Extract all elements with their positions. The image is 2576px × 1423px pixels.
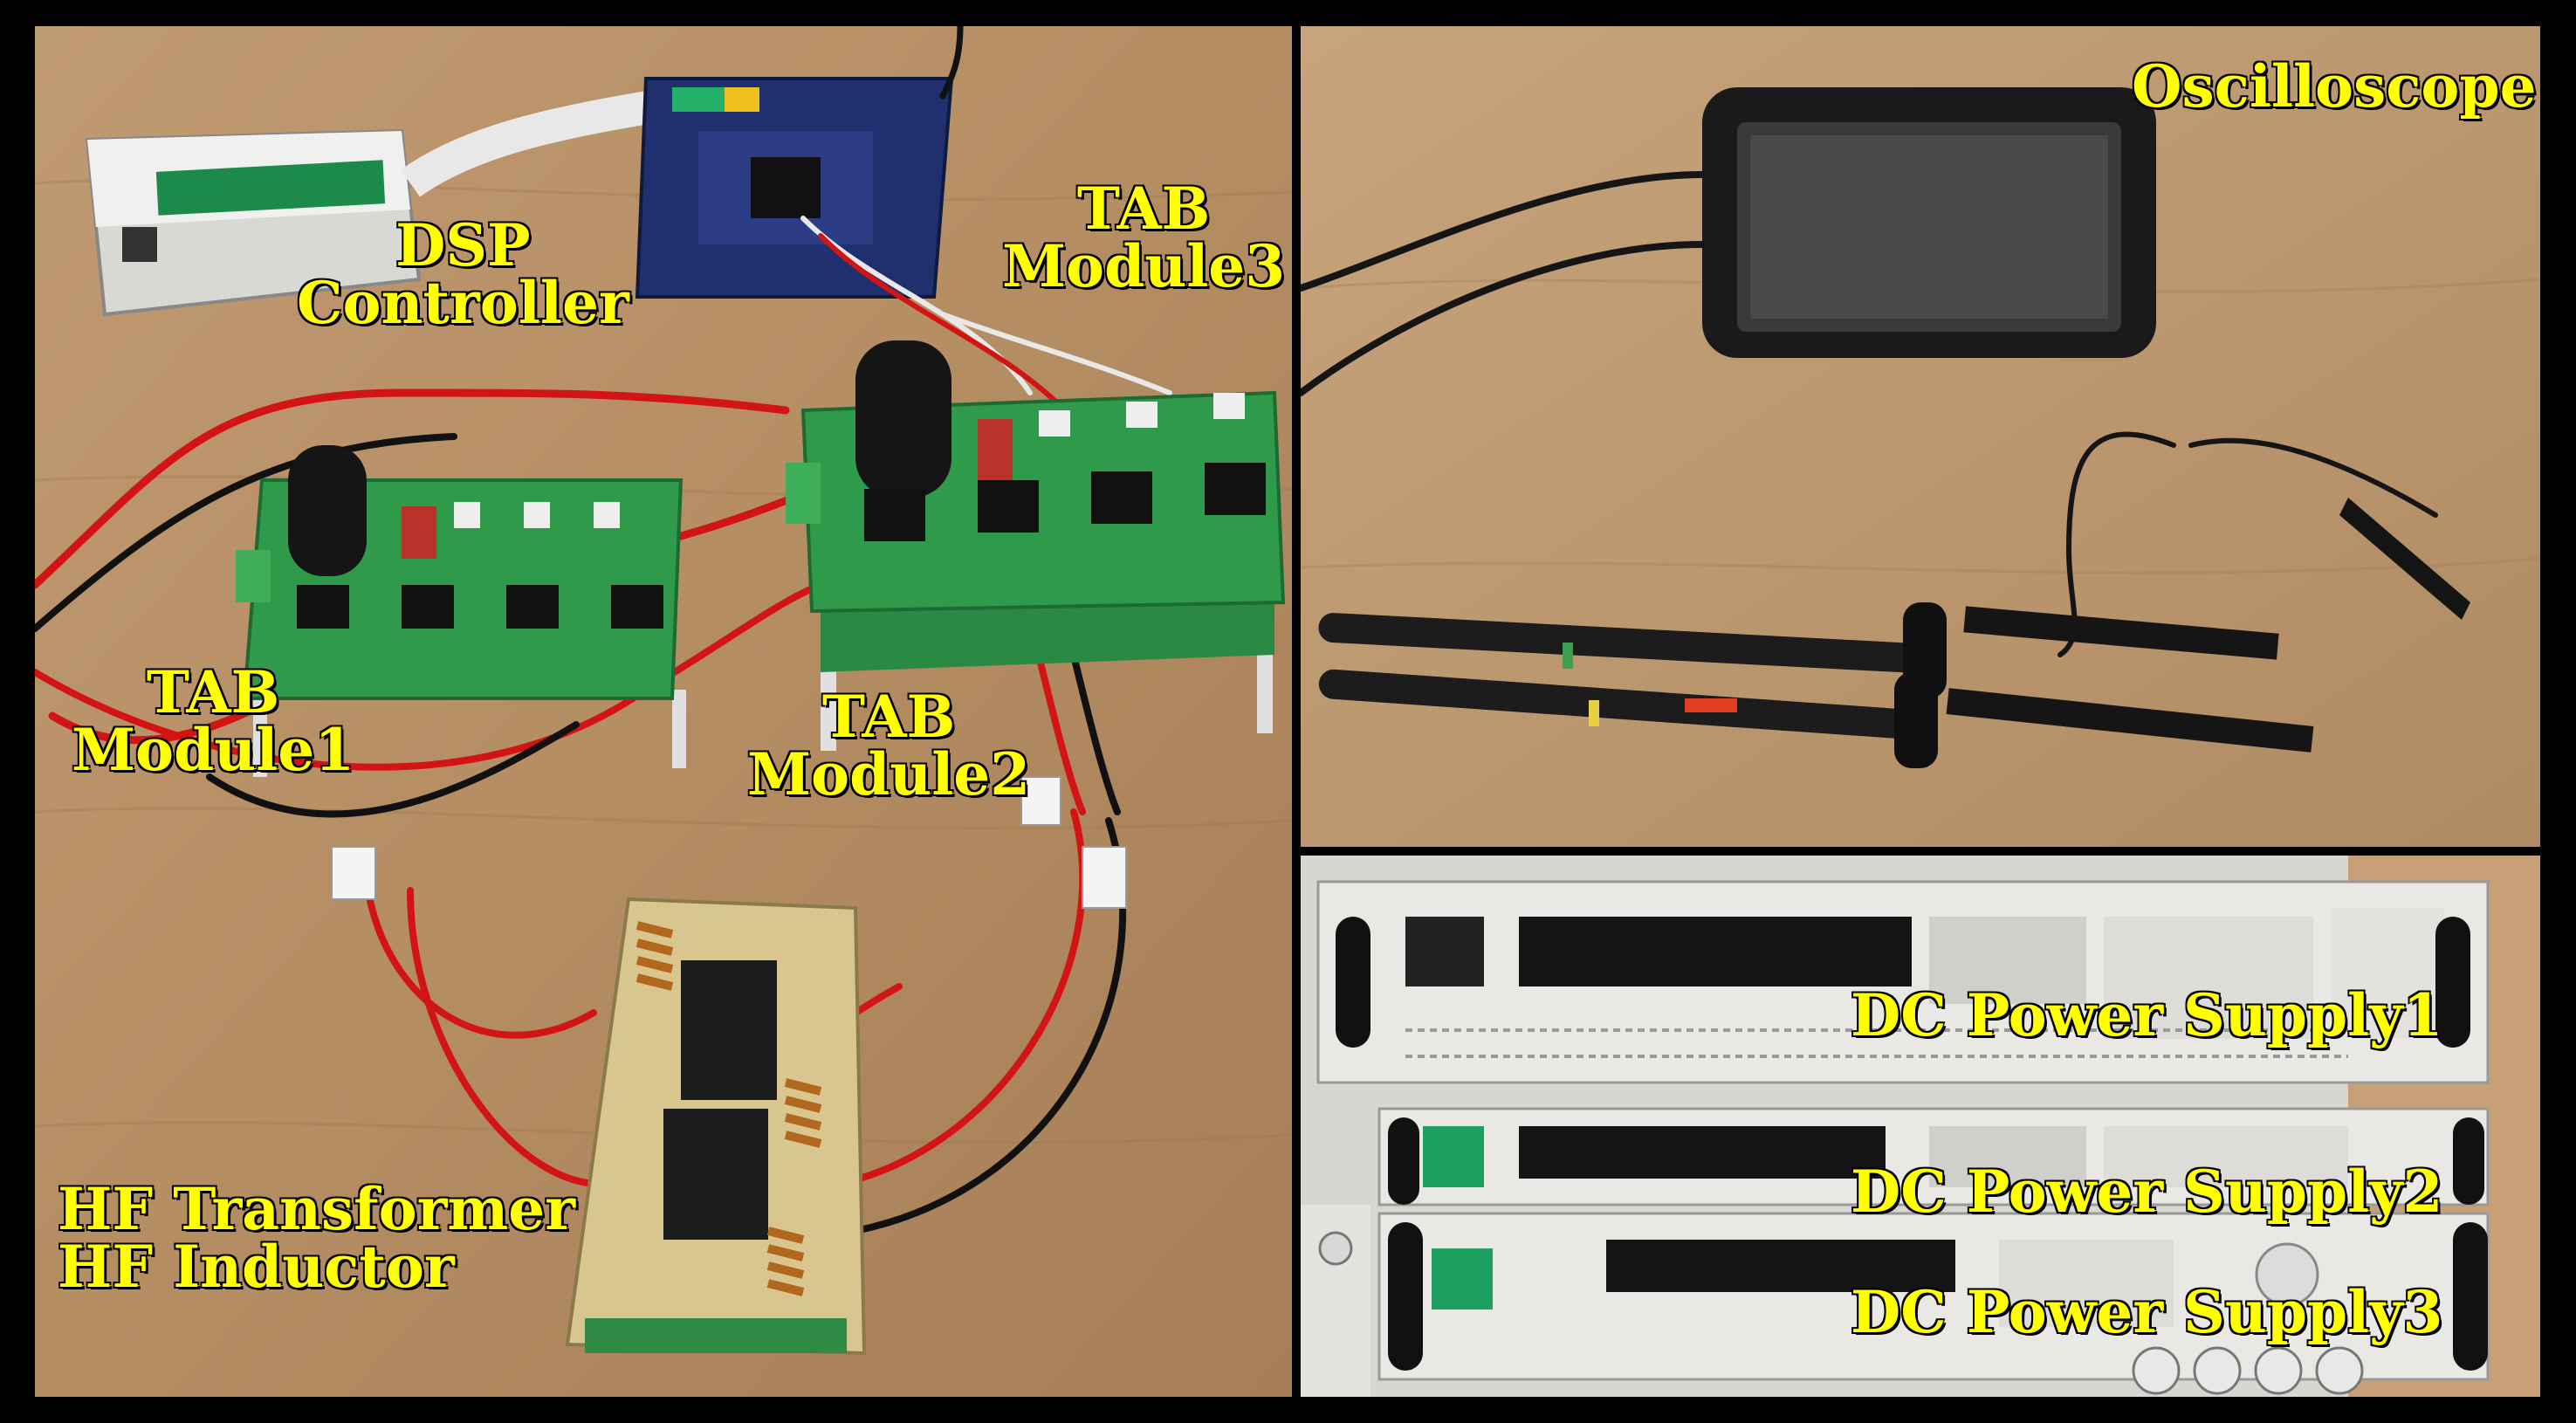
dc-power-supply2-label: DC Power Supply2	[1851, 1158, 2443, 1226]
tab2-label-line2: Module2	[747, 740, 1031, 808]
tab-module1-label: TAB Module1	[72, 663, 354, 779]
hf-perfboard	[565, 897, 867, 1356]
tab1-label-line1: TAB	[146, 658, 280, 726]
power-supply-unit3	[1377, 1212, 2490, 1395]
tab-module2-3-board	[786, 340, 1286, 751]
hf-label-line1: HF Transformer	[58, 1175, 575, 1243]
tab-module1-board	[236, 445, 686, 777]
dsp-board	[635, 77, 954, 299]
dc-power-supply1-label: DC Power Supply1	[1851, 981, 2443, 1049]
oscilloscope-illustration	[1301, 26, 2540, 847]
dsp-label-line2: Controller	[297, 269, 629, 337]
power-supplies-illustration	[1301, 856, 2540, 1397]
dc-power-supply3-label: DC Power Supply3	[1851, 1278, 2443, 1346]
tab-module3-label: TAB Module3	[1002, 180, 1285, 295]
tab1-label-line2: Module1	[72, 716, 355, 784]
tab3-label-line1: TAB	[1076, 175, 1211, 243]
oscilloscope-photo: Oscilloscope	[1301, 26, 2540, 847]
dc-power-supplies-photo: DC Power Supply1 DC Power Supply2 DC Pow…	[1301, 856, 2540, 1397]
hf-label-line2: HF Inductor	[58, 1233, 455, 1301]
dsp-controller-label: DSP Controller	[297, 217, 629, 332]
dsp-label-line1: DSP	[395, 211, 531, 279]
tab-module2-label: TAB Module2	[747, 688, 1030, 803]
testbench-photo: DSP Controller TAB Module3 TAB Module1 T…	[35, 26, 1292, 1397]
probe-bodies	[1318, 602, 2314, 768]
hf-transformer-inductor-label: HF Transformer HF Inductor	[58, 1180, 575, 1296]
tab2-label-line1: TAB	[821, 683, 956, 751]
power-supply-unit1	[1316, 880, 2490, 1084]
oscilloscope-label: Oscilloscope	[2132, 52, 2537, 120]
power-supply-unit2	[1377, 1107, 2490, 1206]
testbench-illustration	[35, 26, 1292, 1397]
tab3-label-line2: Module3	[1002, 232, 1286, 300]
emulator-box	[85, 128, 422, 317]
